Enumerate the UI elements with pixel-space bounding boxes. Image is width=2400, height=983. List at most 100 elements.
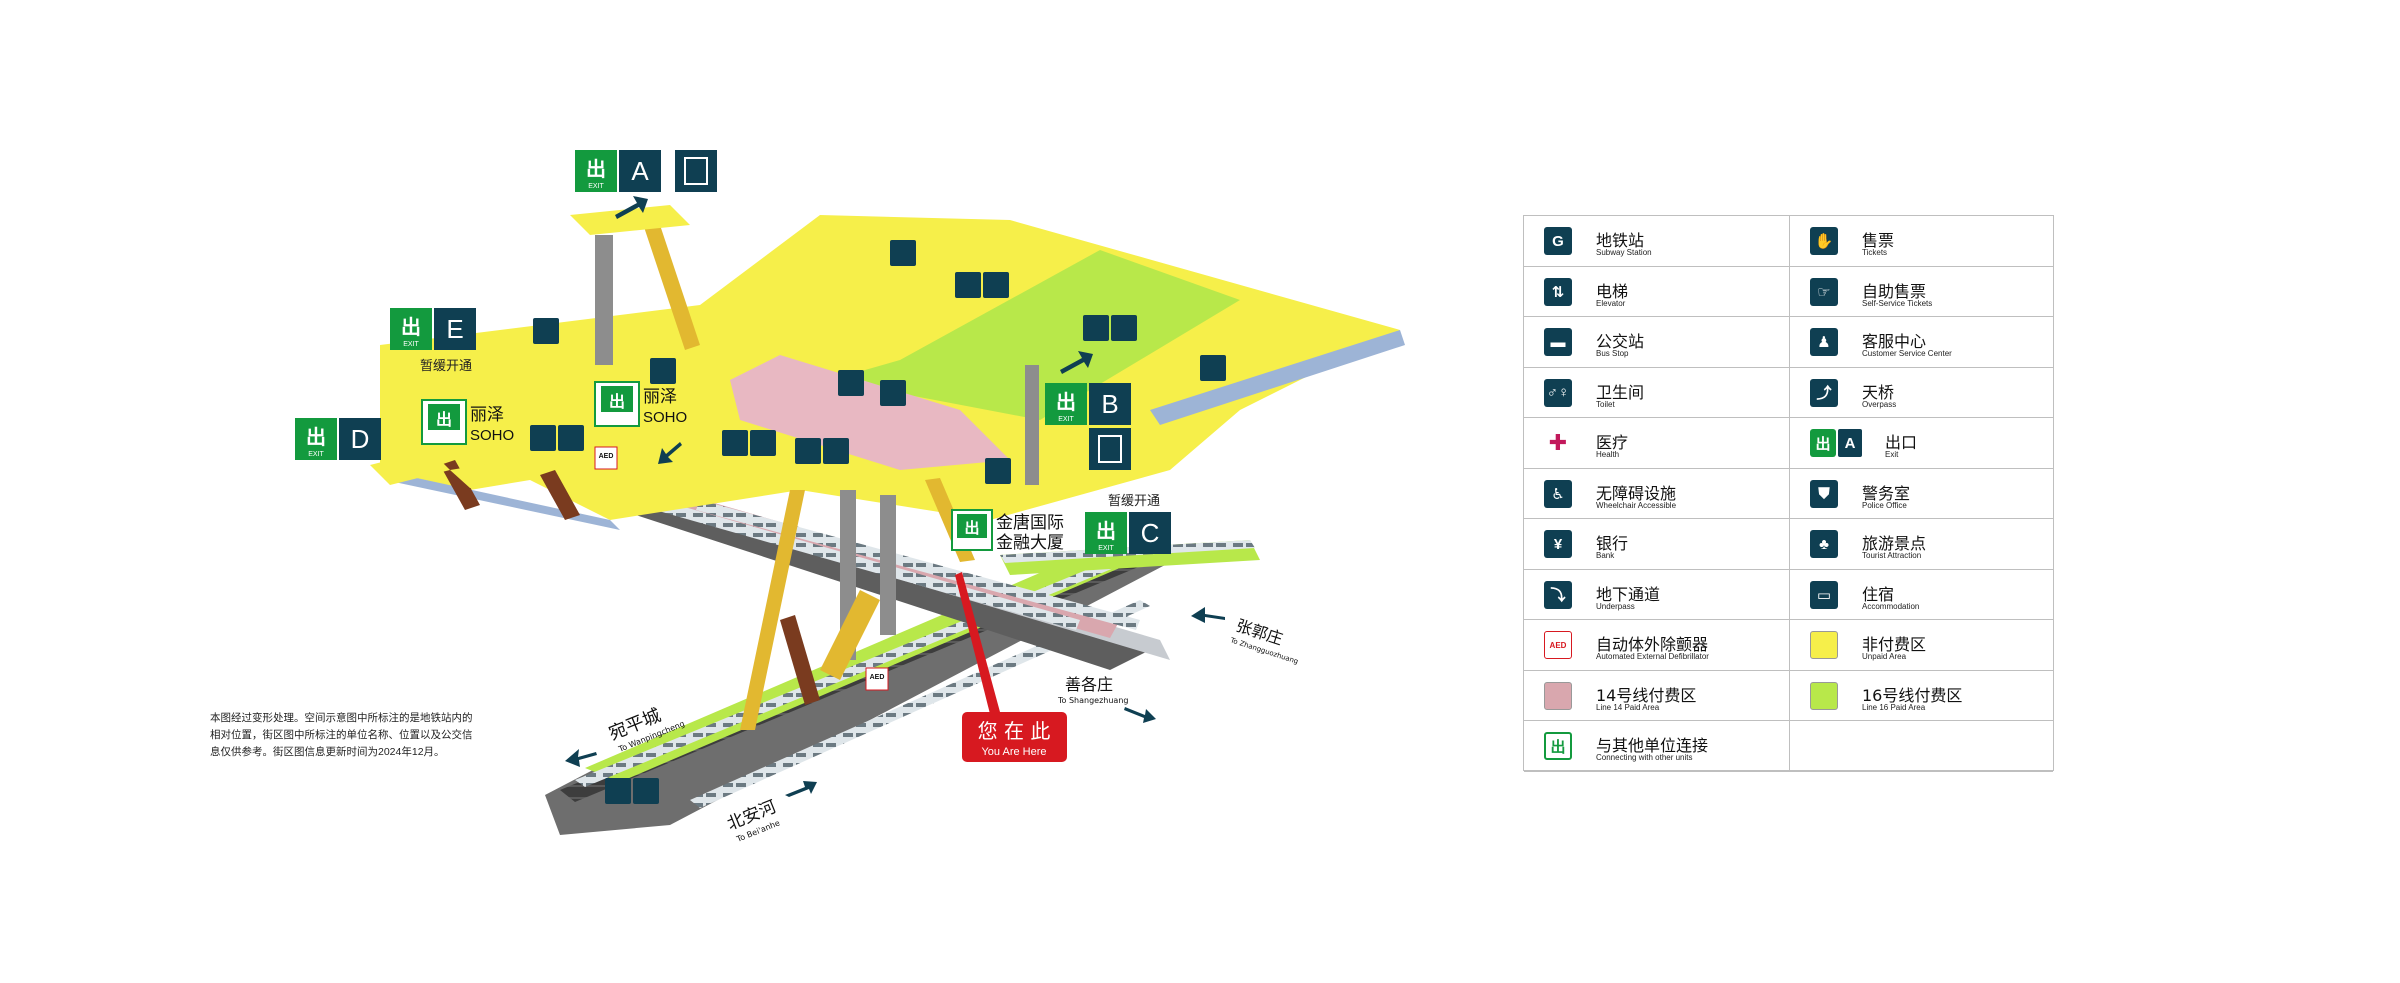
self-service-tickets-icon (1200, 355, 1226, 381)
svg-text:出: 出 (586, 158, 606, 181)
exit-c-status: 暂缓开通 (1108, 494, 1160, 509)
toilet-icon (605, 778, 631, 804)
legend-label-en: Automated External Defibrillator (1596, 652, 1709, 661)
legend-label-zh: 警务室 (1862, 483, 1911, 503)
elevator-icon (675, 150, 717, 192)
arrow-icon (658, 442, 682, 464)
svg-text:AED: AED (870, 674, 885, 681)
wheelchair-icon (558, 425, 584, 451)
svg-text:C: C (1141, 518, 1160, 548)
arrow-icon (565, 749, 597, 767)
legend-label-zh: 天桥 (1862, 382, 1895, 402)
police-icon: ⛊ (1810, 479, 1838, 508)
svg-text:E: E (446, 314, 463, 344)
legend-label-zh: 地下通道 (1596, 584, 1661, 604)
svg-text:D: D (351, 424, 370, 454)
legend-label-zh: 与其他单位连接 (1596, 736, 1709, 755)
you-are-here-marker: 您 在 此 You Are Here (955, 572, 1067, 762)
self-service-tickets-icon (650, 358, 676, 384)
legend-label-en: Exit (1885, 450, 1899, 459)
line14-train-1 (585, 480, 1080, 630)
toilet-icon: ♂♀ (1544, 378, 1572, 407)
legend-label-en: Overpass (1862, 399, 1897, 409)
service-center-icon: ♟ (1810, 328, 1838, 356)
service-center-icon (795, 438, 821, 464)
legend-label-zh: 住宿 (1862, 584, 1895, 604)
exit-c-sign: 暂缓开通 出 EXIT C (1085, 494, 1171, 554)
exit-b-sign: 出 EXIT B (1045, 383, 1131, 470)
svg-text:出: 出 (306, 426, 326, 449)
station-3d-map: 出 EXIT A 出 EXIT E 暂缓开通 出 EXIT D 出 EXIT B… (295, 150, 1405, 844)
jintang-connection: 出 金唐国际 金融大厦 (951, 509, 1064, 553)
legend-label-en: Unpaid Area (1862, 652, 1907, 661)
police-icon (533, 318, 559, 344)
svg-text:EXIT: EXIT (403, 341, 419, 348)
legend-label-en: Bank (1596, 551, 1615, 560)
exit-e-sign: 出 EXIT E 暂缓开通 (390, 308, 476, 374)
svg-text:出: 出 (964, 519, 979, 537)
svg-text:出: 出 (1056, 391, 1076, 414)
line14-area-swatch (1544, 681, 1572, 710)
legend-label-zh: 非付费区 (1862, 635, 1927, 654)
legend-label-zh: 出口 (1885, 433, 1918, 452)
liz-soho-connection-2: 出 丽泽 SOHO (594, 381, 687, 427)
liz-soho-connection-1: 出 丽泽 SOHO (421, 399, 514, 445)
svg-text:SOHO: SOHO (643, 409, 687, 426)
subway-station-icon: G (1544, 227, 1572, 255)
svg-text:丽泽: 丽泽 (643, 387, 677, 407)
legend-label-en: Underpass (1596, 601, 1635, 611)
legend-label-zh: 卫生间 (1596, 382, 1645, 402)
svg-text:To Shangezhuang: To Shangezhuang (1057, 696, 1128, 705)
connection-icon: 出 (1544, 732, 1572, 760)
wheelchair-icon (633, 778, 659, 804)
stairs (440, 210, 975, 730)
legend-label-en: Tourist Attraction (1862, 551, 1922, 560)
elevator-icon (1089, 428, 1131, 470)
service-center-icon (1083, 315, 1109, 341)
svg-text:You Are Here: You Are Here (981, 746, 1046, 758)
legend-label-zh: 医疗 (1596, 433, 1629, 452)
accommodation-icon: ▭ (1810, 580, 1838, 609)
svg-text:EXIT: EXIT (1098, 545, 1114, 552)
svg-text:出: 出 (401, 316, 421, 339)
tickets-icon (823, 438, 849, 464)
tickets-icon: ✋ (1810, 227, 1838, 255)
legend-label-en: Bus Stop (1596, 349, 1629, 358)
line14-paid-area (730, 355, 1010, 470)
legend-label-en: Health (1596, 450, 1620, 459)
legend-label-en: Tickets (1862, 248, 1888, 257)
elevator-icon (838, 370, 864, 396)
tourist-attraction-icon: ♣ (1810, 530, 1838, 558)
legend-label-zh: 自助售票 (1862, 281, 1927, 301)
arrow-icon (615, 196, 648, 219)
legend-label-zh: 客服中心 (1862, 332, 1927, 351)
svg-text:您 在 此: 您 在 此 (978, 719, 1051, 743)
legend-label-en: Line 16 Paid Area (1862, 702, 1926, 712)
bank-icon: ¥ (1544, 530, 1572, 558)
svg-text:出: 出 (436, 410, 452, 429)
svg-text:丽泽: 丽泽 (470, 405, 504, 425)
exit-a-sign: 出 EXIT A (575, 150, 717, 192)
